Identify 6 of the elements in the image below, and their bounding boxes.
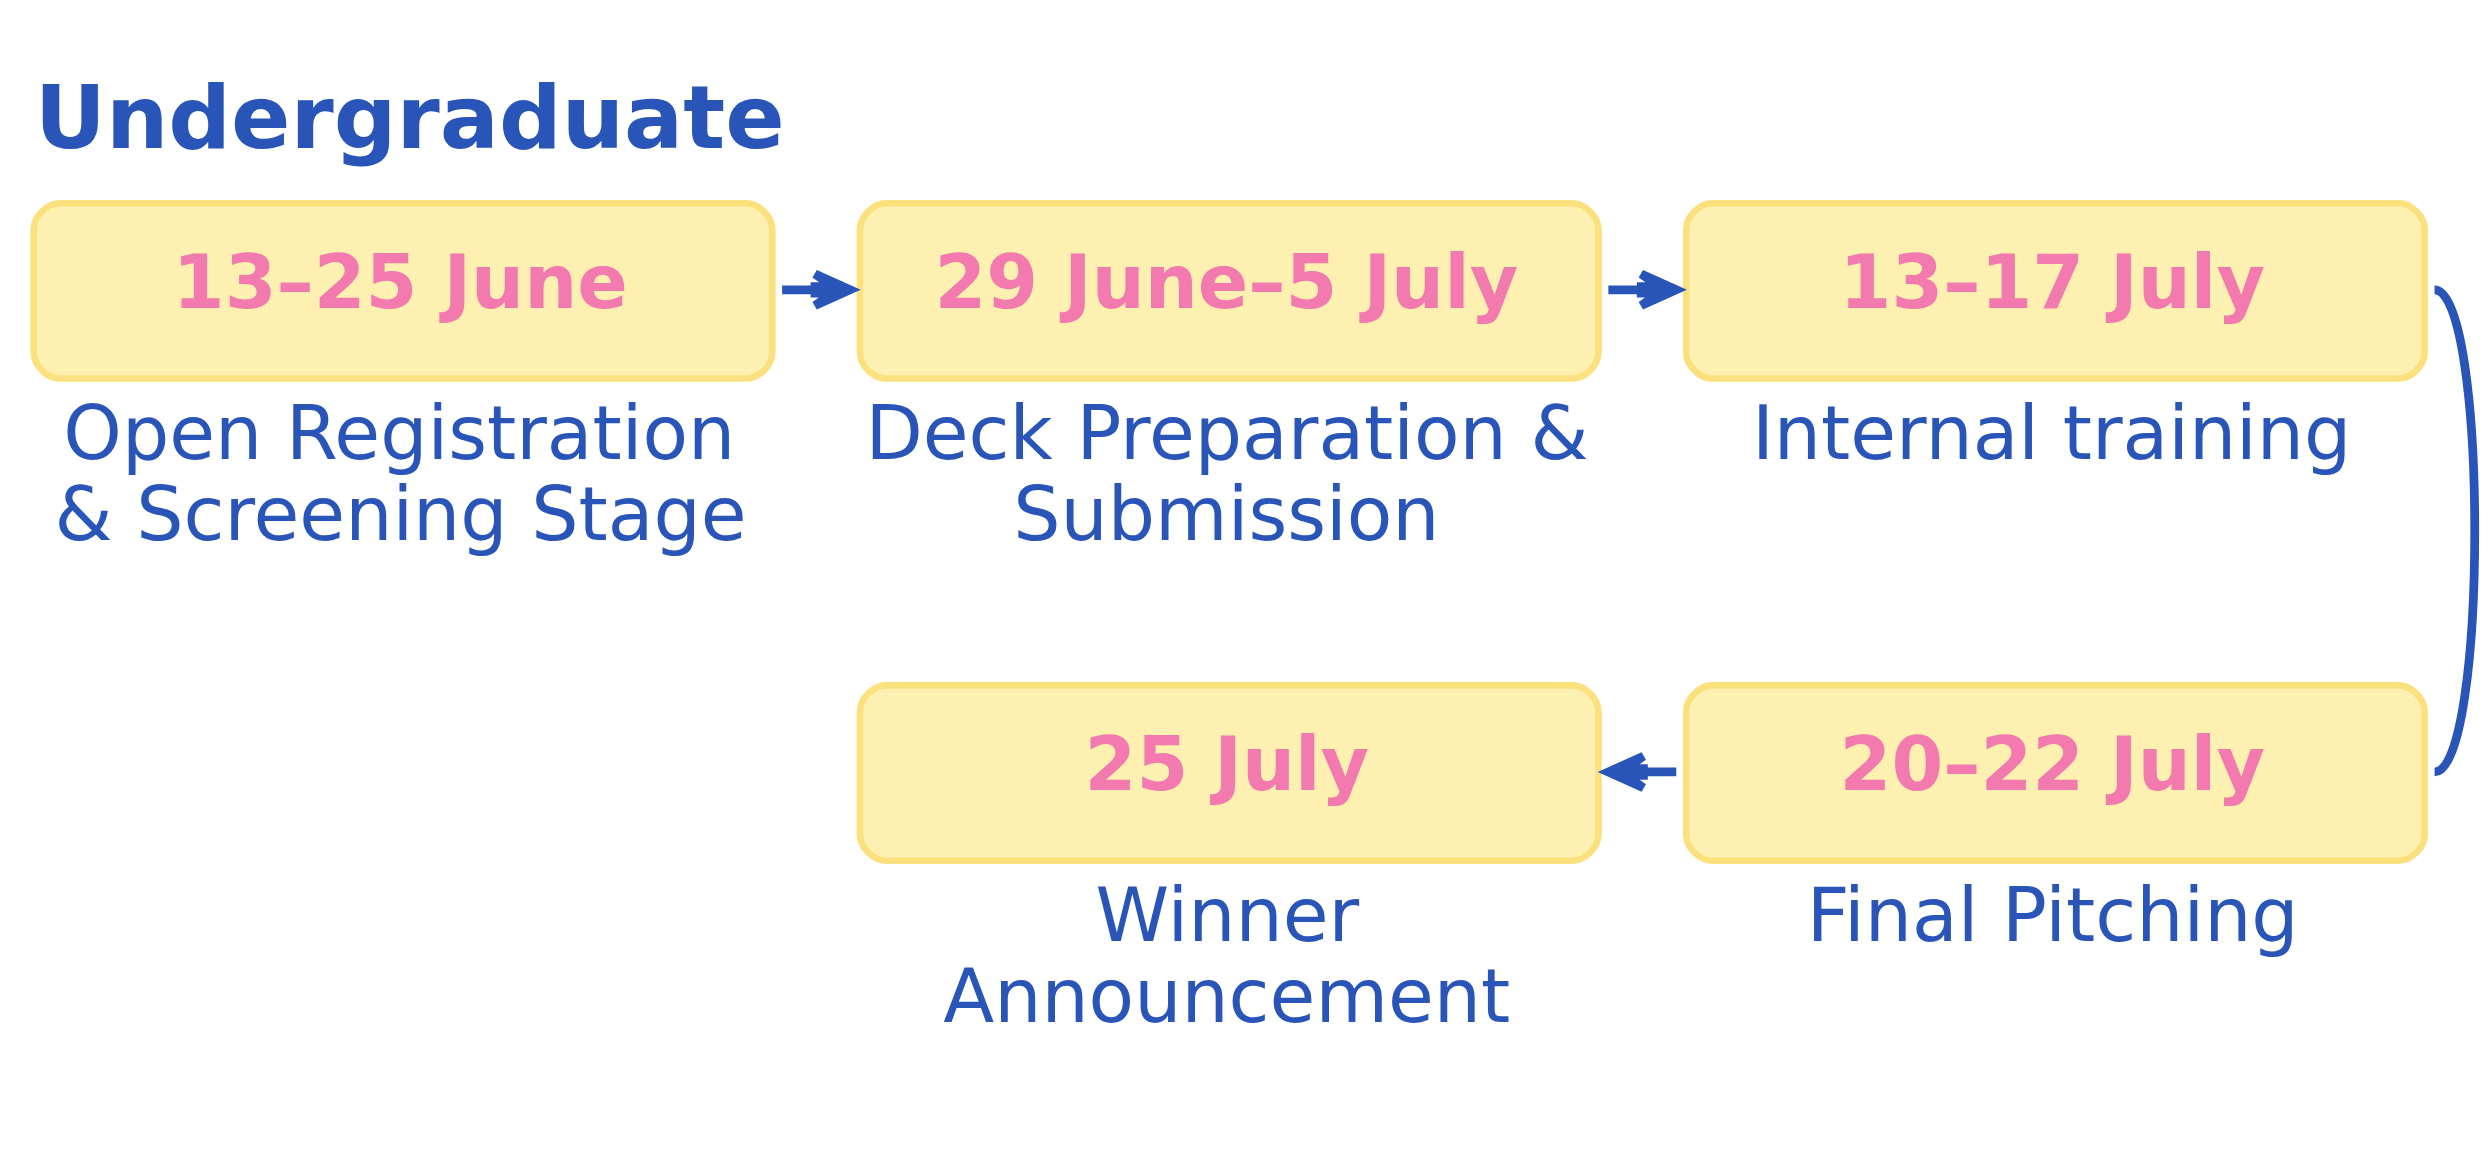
node-label: Final Pitching bbox=[1806, 872, 2299, 960]
node-label: Deck Preparation & Submission bbox=[865, 390, 1589, 559]
node-label: Winner Announcement bbox=[943, 872, 1511, 1041]
node-label: Internal training bbox=[1751, 390, 2352, 478]
node-label: Open Registration & Screening Stage bbox=[54, 390, 747, 559]
diagram-title: Undergraduate bbox=[34, 67, 785, 170]
